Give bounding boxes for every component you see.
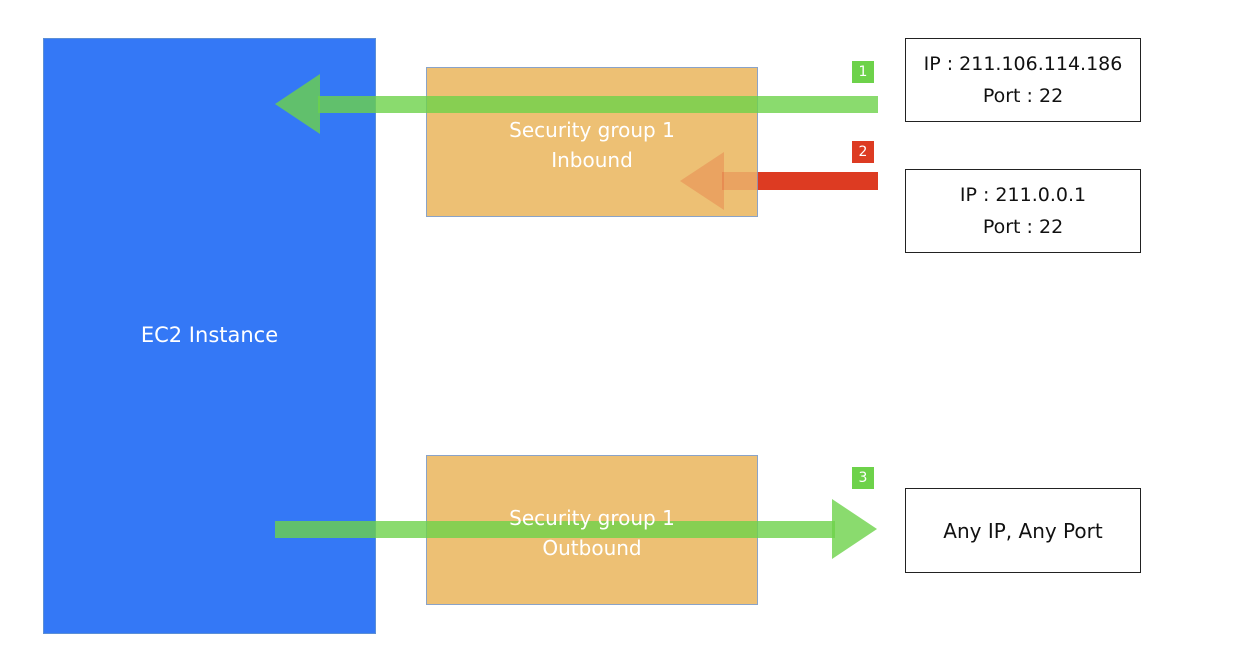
source-denied-box: IP : 211.0.0.1 Port : 22 [905,169,1141,253]
source-denied-ip: IP : 211.0.0.1 [959,184,1087,206]
source-allowed-port: Port : 22 [982,85,1064,107]
security-group-inbound [426,67,758,217]
rule-badge-1: 1 [852,61,874,83]
destination-box: Any IP, Any Port [905,488,1141,573]
source-denied-port: Port : 22 [982,216,1064,238]
inbound-title: Security group 1 [509,118,675,142]
ec2-instance-label: EC2 Instance [140,323,279,347]
security-group-inbound-label: Security group 1 Inbound [426,115,758,175]
ec2-instance: EC2 Instance [43,38,376,634]
inbound-direction: Inbound [551,148,633,172]
rule-badge-2: 2 [852,141,874,163]
destination-target: Any IP, Any Port [943,518,1103,543]
rule-badge-3: 3 [852,467,874,489]
security-group-outbound-label: Security group 1 Outbound [426,503,758,563]
source-allowed-ip: IP : 211.106.114.186 [923,53,1123,75]
outbound-title: Security group 1 [509,506,675,530]
outbound-direction: Outbound [542,536,642,560]
source-allowed-box: IP : 211.106.114.186 Port : 22 [905,38,1141,122]
